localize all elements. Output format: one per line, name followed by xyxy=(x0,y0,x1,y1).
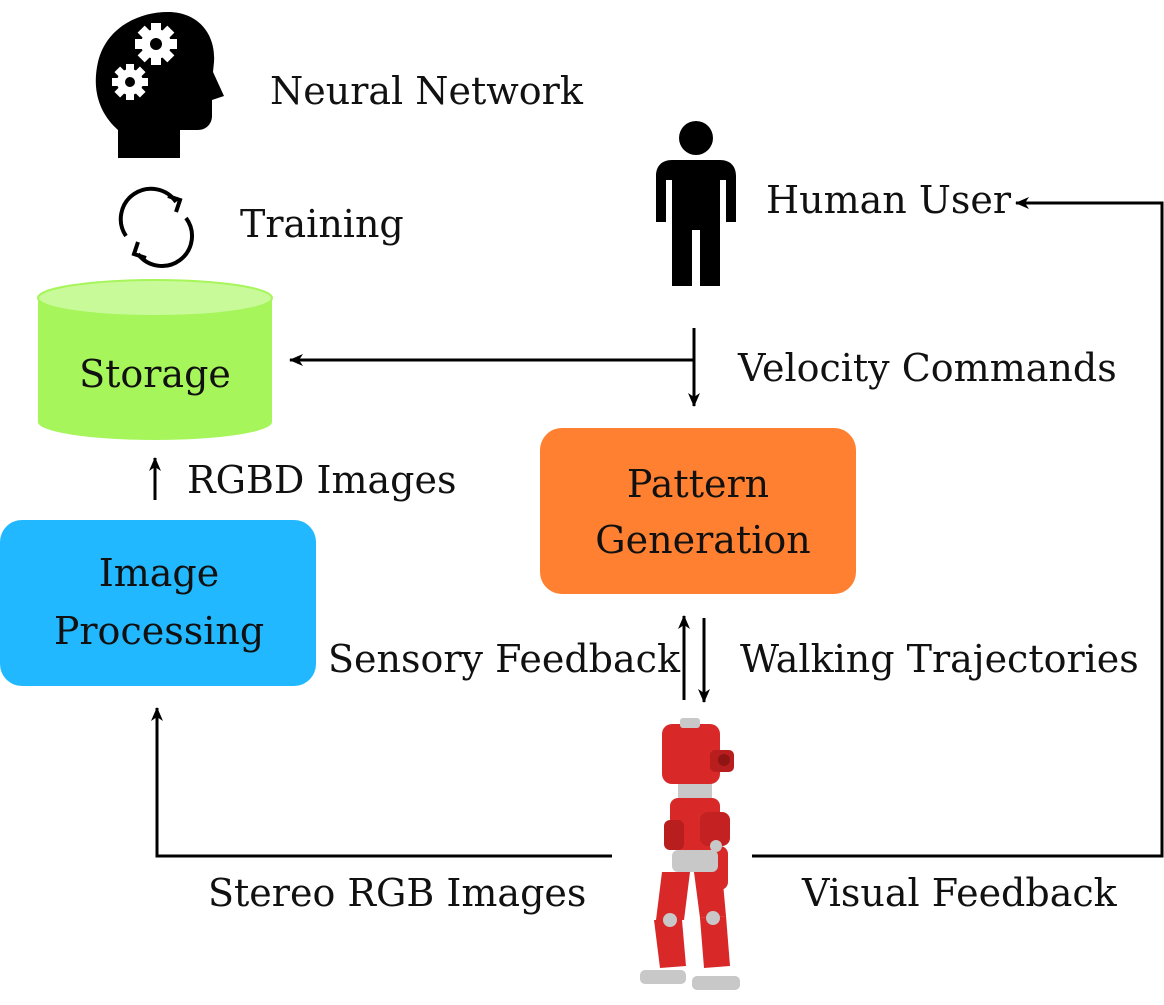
storage-node xyxy=(37,279,273,440)
image-processing-label-line1: Image xyxy=(99,551,220,595)
head-with-gears-icon xyxy=(95,12,225,158)
refresh-cycle-icon xyxy=(118,186,194,268)
human-user-label: Human User xyxy=(766,178,1012,222)
person-icon xyxy=(656,121,736,286)
pattern-generation-label-line2: Generation xyxy=(595,518,810,562)
visual-feedback-label: Visual Feedback xyxy=(801,871,1118,915)
image-processing-node xyxy=(0,520,316,686)
walking-trajectories-label: Walking Trajectories xyxy=(740,637,1139,681)
stereo-rgb-images-label: Stereo RGB Images xyxy=(208,871,586,915)
pattern-generation-label-line1: Pattern xyxy=(627,462,769,506)
image-processing-label-line2: Processing xyxy=(54,609,264,653)
pattern-generation-node xyxy=(540,428,856,594)
stereo-rgb-images-arrow xyxy=(151,707,612,858)
velocity-commands-label: Velocity Commands xyxy=(737,346,1117,390)
neural-network-label: Neural Network xyxy=(270,69,584,113)
visual-feedback-arrow xyxy=(752,197,1164,858)
humanoid-robot-icon xyxy=(640,718,740,990)
storage-label: Storage xyxy=(79,352,231,396)
rgbd-images-label: RGBD Images xyxy=(187,458,456,502)
sensory-feedback-label: Sensory Feedback xyxy=(328,637,681,681)
training-label: Training xyxy=(240,202,404,246)
